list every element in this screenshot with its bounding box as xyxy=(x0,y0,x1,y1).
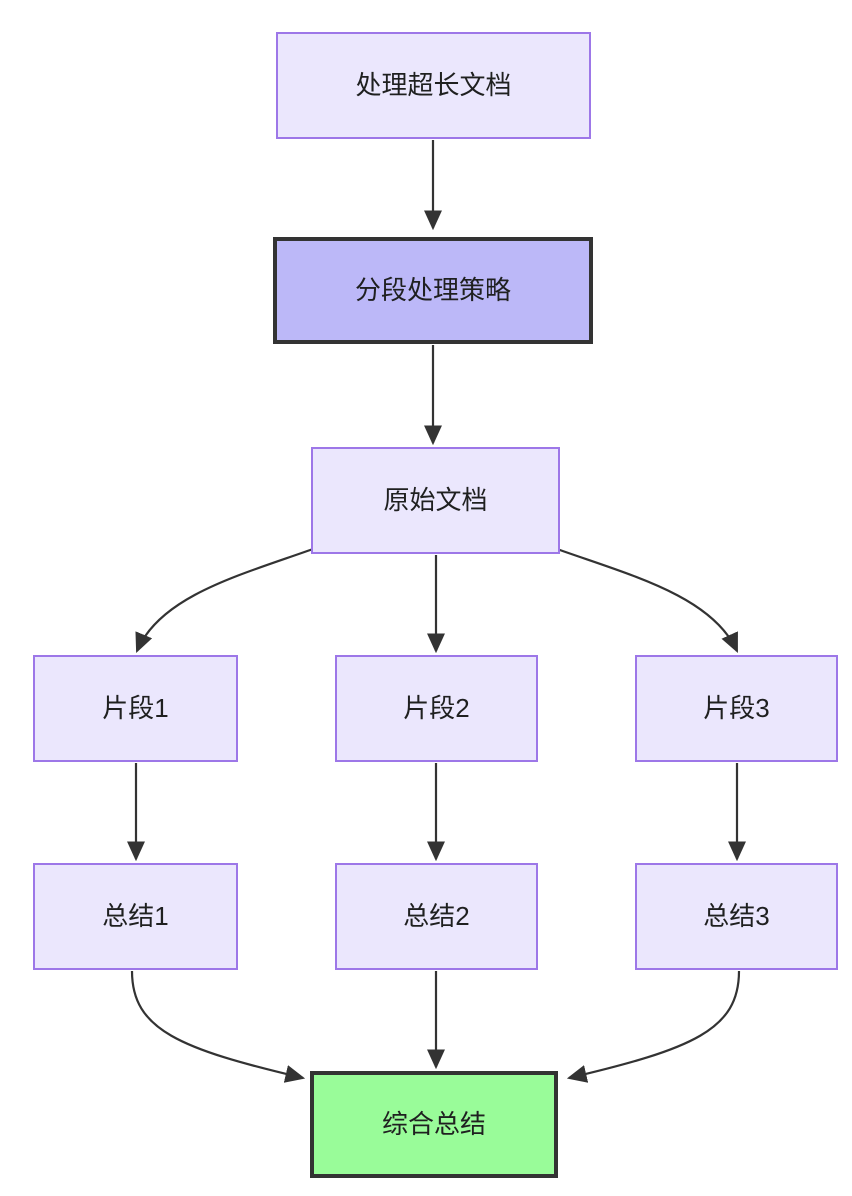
edge-n3-n6 xyxy=(556,547,739,654)
node-label: 综合总结 xyxy=(381,1108,486,1139)
node-label: 总结3 xyxy=(703,900,770,931)
edge-n7-n10 xyxy=(130,970,306,1083)
node-summary-2[interactable]: 总结2 xyxy=(335,863,538,970)
node-label: 片段2 xyxy=(403,692,470,723)
node-label: 片段3 xyxy=(703,692,770,723)
node-label: 分段处理策略 xyxy=(354,274,511,305)
node-summary-1[interactable]: 总结1 xyxy=(33,863,238,970)
node-comprehensive-summary[interactable]: 综合总结 xyxy=(310,1071,558,1178)
node-process-long-document[interactable]: 处理超长文档 xyxy=(276,32,591,139)
node-label: 总结1 xyxy=(102,900,169,931)
node-fragment-2[interactable]: 片段2 xyxy=(335,655,538,762)
node-summary-3[interactable]: 总结3 xyxy=(635,863,838,970)
edge-n9-n10 xyxy=(566,970,741,1083)
node-fragment-1[interactable]: 片段1 xyxy=(33,655,238,762)
edge-n3-n4 xyxy=(135,547,314,654)
node-label: 原始文档 xyxy=(383,484,488,515)
node-chunking-strategy[interactable]: 分段处理策略 xyxy=(273,237,593,344)
node-label: 总结2 xyxy=(403,900,470,931)
node-label: 片段1 xyxy=(102,692,169,723)
node-label: 处理超长文档 xyxy=(355,69,512,100)
node-original-document[interactable]: 原始文档 xyxy=(311,447,560,554)
node-fragment-3[interactable]: 片段3 xyxy=(635,655,838,762)
